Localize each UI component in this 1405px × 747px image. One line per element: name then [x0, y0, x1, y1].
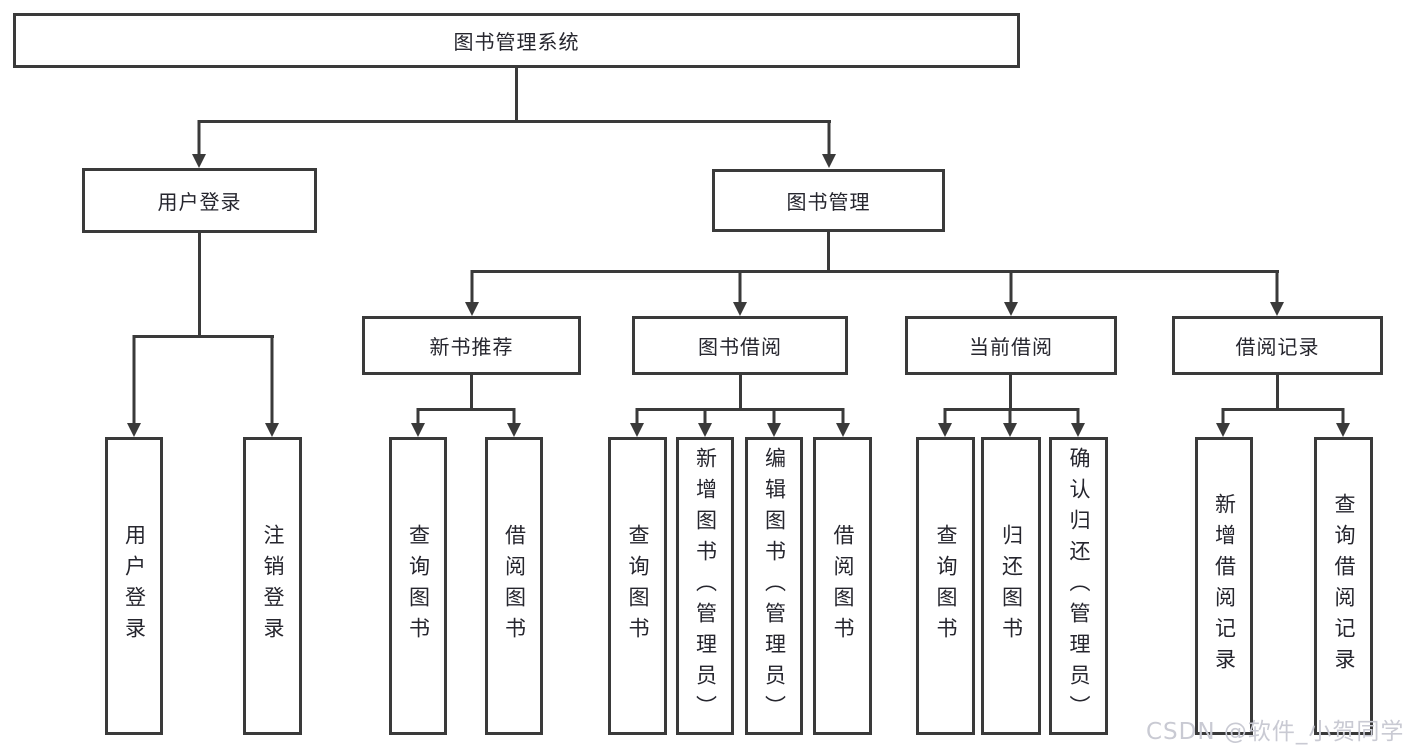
- leaf-query-books-current: 查询图书: [916, 437, 975, 735]
- leaf-query-borrow-record: 查询借阅记录: [1314, 437, 1373, 735]
- connector-hline: [471, 270, 1279, 273]
- leaf-add-borrow-record: 新增借阅记录: [1195, 437, 1253, 735]
- arrow-down-icon: [630, 408, 644, 437]
- leaf-logout: 注销登录: [243, 437, 302, 735]
- arrow-down-icon: [1216, 408, 1230, 437]
- arrow-down-icon: [1270, 270, 1284, 316]
- arrow-down-icon: [507, 408, 521, 437]
- arrow-down-icon: [733, 270, 747, 316]
- leaf-query-books-recommend: 查询图书: [389, 437, 447, 735]
- arrow-down-icon: [411, 408, 425, 437]
- arrow-down-icon: [192, 120, 206, 168]
- leaf-return-books: 归还图书: [981, 437, 1041, 735]
- leaf-add-book-admin: 新增图书（管理员）: [676, 437, 734, 735]
- node-new-book-recommendation: 新书推荐: [362, 316, 581, 375]
- connector-vline: [470, 375, 473, 411]
- leaf-borrow-books: 借阅图书: [813, 437, 872, 735]
- connector-vline: [1276, 375, 1279, 411]
- node-borrowing-records: 借阅记录: [1172, 316, 1383, 375]
- arrow-down-icon: [465, 270, 479, 316]
- node-book-borrowing: 图书借阅: [632, 316, 848, 375]
- leaf-user-login: 用户登录: [105, 437, 163, 735]
- arrow-down-icon: [1003, 408, 1017, 437]
- connector-vline: [827, 232, 830, 272]
- connector-hline: [198, 120, 831, 123]
- connector-hline: [417, 408, 515, 411]
- node-book-management: 图书管理: [712, 169, 945, 232]
- arrow-down-icon: [822, 120, 836, 168]
- arrow-down-icon: [1071, 408, 1085, 437]
- node-library-management-system: 图书管理系统: [13, 13, 1020, 68]
- arrow-down-icon: [767, 408, 781, 437]
- arrow-down-icon: [698, 408, 712, 437]
- connector-hline: [133, 335, 274, 338]
- connector-vline: [739, 375, 742, 411]
- leaf-query-books-borrowing: 查询图书: [608, 437, 667, 735]
- leaf-edit-book-admin: 编辑图书（管理员）: [745, 437, 803, 735]
- arrow-down-icon: [836, 408, 850, 437]
- arrow-down-icon: [938, 408, 952, 437]
- csdn-watermark: CSDN @软件_小贺同学: [1146, 719, 1405, 745]
- connector-vline: [515, 68, 518, 123]
- arrow-down-icon: [1004, 270, 1018, 316]
- connector-vline: [1009, 375, 1012, 411]
- connector-vline: [198, 233, 201, 337]
- node-user-login: 用户登录: [82, 168, 317, 233]
- leaf-borrow-books-recommend: 借阅图书: [485, 437, 543, 735]
- node-current-borrowing: 当前借阅: [905, 316, 1117, 375]
- connector-hline: [1222, 408, 1344, 411]
- leaf-confirm-return-admin: 确认归还（管理员）: [1049, 437, 1108, 735]
- connector-hline: [636, 408, 844, 411]
- arrow-down-icon: [265, 335, 279, 437]
- arrow-down-icon: [127, 335, 141, 437]
- arrow-down-icon: [1336, 408, 1350, 437]
